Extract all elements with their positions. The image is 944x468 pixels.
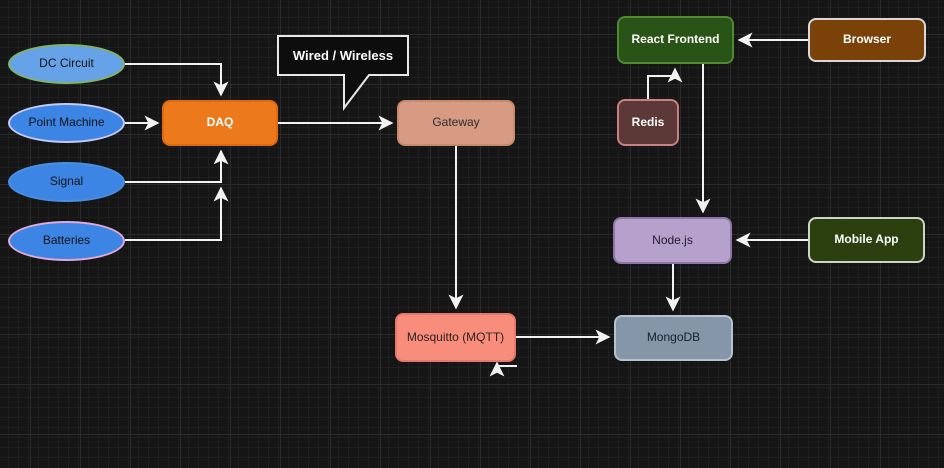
callout-label: Wired / Wireless: [278, 35, 408, 75]
node-label: Signal: [49, 174, 84, 189]
node-mosquitto[interactable]: Mosquitto (MQTT): [395, 313, 516, 362]
node-label: Node.js: [652, 232, 693, 247]
node-signal[interactable]: Signal: [8, 162, 125, 202]
node-nodejs[interactable]: Node.js: [613, 217, 732, 264]
node-label: Batteries: [42, 233, 91, 248]
node-label: DC Circuit: [39, 56, 94, 71]
node-browser[interactable]: Browser: [808, 18, 926, 62]
node-label: Mobile App: [834, 232, 899, 247]
node-batteries[interactable]: Batteries: [8, 221, 125, 261]
edge-signal-daq: [125, 149, 229, 183]
edge-dccircuit-daq: [125, 63, 229, 97]
node-label: Gateway: [432, 115, 480, 130]
node-label: Point Machine: [28, 115, 105, 130]
node-label: Mosquitto (MQTT): [406, 329, 505, 344]
node-label: DAQ: [206, 115, 234, 130]
node-react-frontend[interactable]: React Frontend: [617, 16, 734, 64]
edge-batteries-daq: [125, 186, 229, 241]
node-label: MongoDB: [646, 330, 701, 345]
node-dc-circuit[interactable]: DC Circuit: [8, 44, 125, 84]
node-label: Redis: [631, 114, 665, 129]
node-mobile-app[interactable]: Mobile App: [808, 217, 925, 263]
node-mongodb[interactable]: MongoDB: [614, 315, 733, 361]
callout-bubble[interactable]: [277, 35, 409, 111]
node-label: Browser: [842, 32, 892, 47]
node-point-machine[interactable]: Point Machine: [8, 103, 125, 143]
node-redis[interactable]: Redis: [617, 99, 679, 146]
edge-stub-mosquitto: [489, 361, 517, 377]
edge-redis-react: [647, 67, 683, 99]
callout-text: Wired / Wireless: [292, 47, 394, 63]
node-daq[interactable]: DAQ: [162, 100, 278, 146]
node-gateway[interactable]: Gateway: [397, 100, 515, 146]
node-label: React Frontend: [631, 32, 720, 47]
